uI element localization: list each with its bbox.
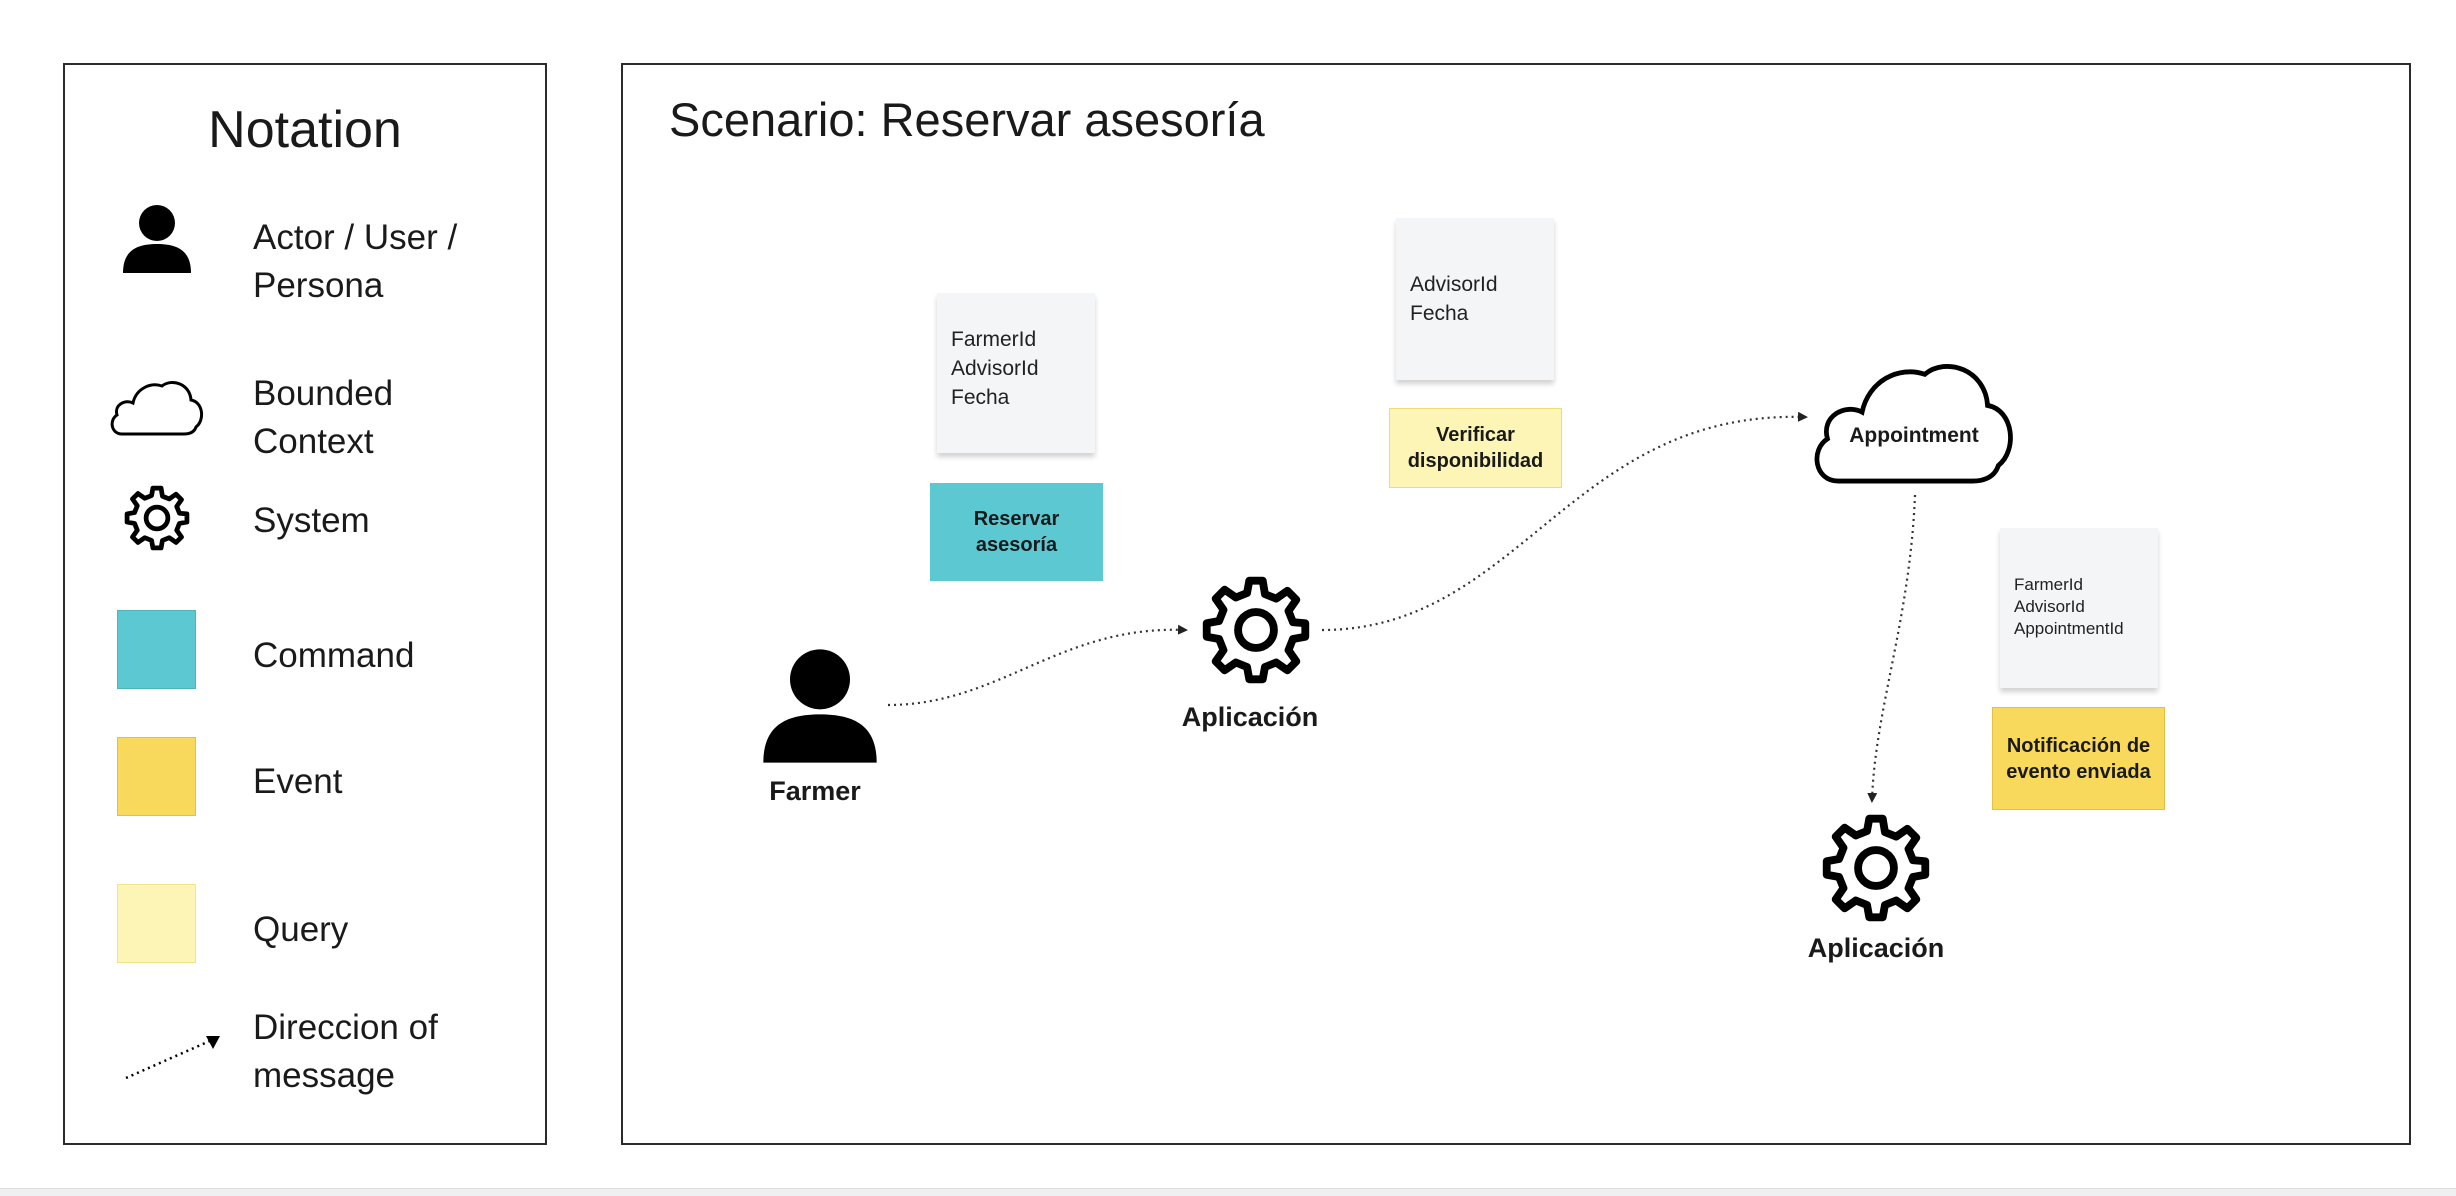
data-note-notificacion: FarmerId AdvisorId AppointmentId — [2000, 528, 2158, 688]
arrow-farmer-to-aplicacion — [887, 624, 1188, 707]
farmer-label: Farmer — [769, 776, 861, 806]
event-card-notificacion-enviada: Notificación de evento enviada — [1992, 707, 2165, 810]
aplicacion-label-2: Aplicación — [1807, 933, 1945, 963]
cloud-icon — [110, 381, 204, 436]
note-line: FarmerId — [951, 328, 1037, 351]
gear-icon — [124, 485, 190, 551]
query-card-verificar-disponibilidad: Verificar disponibilidad — [1389, 408, 1562, 488]
bottom-scrollbar-strip — [0, 1188, 2456, 1196]
aplicacion-gear-icon-2 — [1822, 814, 1930, 922]
notation-panel — [63, 63, 547, 1145]
person-icon — [123, 205, 191, 273]
command-card-reservar-asesoria: Reservar asesoría — [930, 483, 1103, 581]
event-swatch — [117, 737, 196, 816]
note-line: AdvisorId — [2014, 597, 2085, 616]
note-line: Fecha — [951, 386, 1010, 409]
note-line: Fecha — [1410, 302, 1469, 325]
appointment-label: Appointment — [1849, 424, 1979, 447]
note-line: AdvisorId — [1410, 273, 1498, 296]
command-card-label: Reservar asesoría — [973, 508, 1060, 556]
legend-label-direction: Direccion of message — [253, 1008, 438, 1095]
command-swatch — [117, 610, 196, 689]
arrow-appointment-to-aplicacion — [1867, 494, 1917, 803]
aplicacion-gear-icon — [1202, 576, 1310, 684]
legend-label-command: Command — [253, 636, 415, 675]
scenario-title: Scenario: Reservar asesoría — [669, 93, 1265, 146]
scenario-panel — [621, 63, 2411, 1145]
farmer-person-icon — [763, 649, 877, 763]
appointment-cloud-icon — [1814, 364, 2013, 484]
legend-label-actor: Actor / User / Persona — [253, 218, 458, 305]
legend-label-query: Query — [253, 910, 349, 949]
query-card-label: Verificar disponibilidad — [1407, 424, 1544, 472]
data-note-verificar: AdvisorId Fecha — [1396, 218, 1554, 380]
notation-title: Notation — [208, 101, 402, 159]
note-line: FarmerId — [2014, 575, 2083, 594]
note-line: AppointmentId — [2014, 619, 2124, 638]
note-line: AdvisorId — [951, 357, 1039, 380]
aplicacion-label-1: Aplicación — [1181, 702, 1319, 732]
event-card-label: Notificación de evento enviada — [2006, 734, 2151, 783]
query-swatch — [117, 884, 196, 963]
legend-label-bounded-context: Bounded Context — [253, 374, 394, 461]
data-note-reservar: FarmerId AdvisorId Fecha — [937, 293, 1095, 453]
dotted-arrow-icon — [125, 1036, 220, 1080]
legend-label-event: Event — [253, 762, 343, 801]
legend-label-system: System — [253, 501, 370, 540]
arrow-aplicacion-to-appointment — [1321, 411, 1808, 632]
